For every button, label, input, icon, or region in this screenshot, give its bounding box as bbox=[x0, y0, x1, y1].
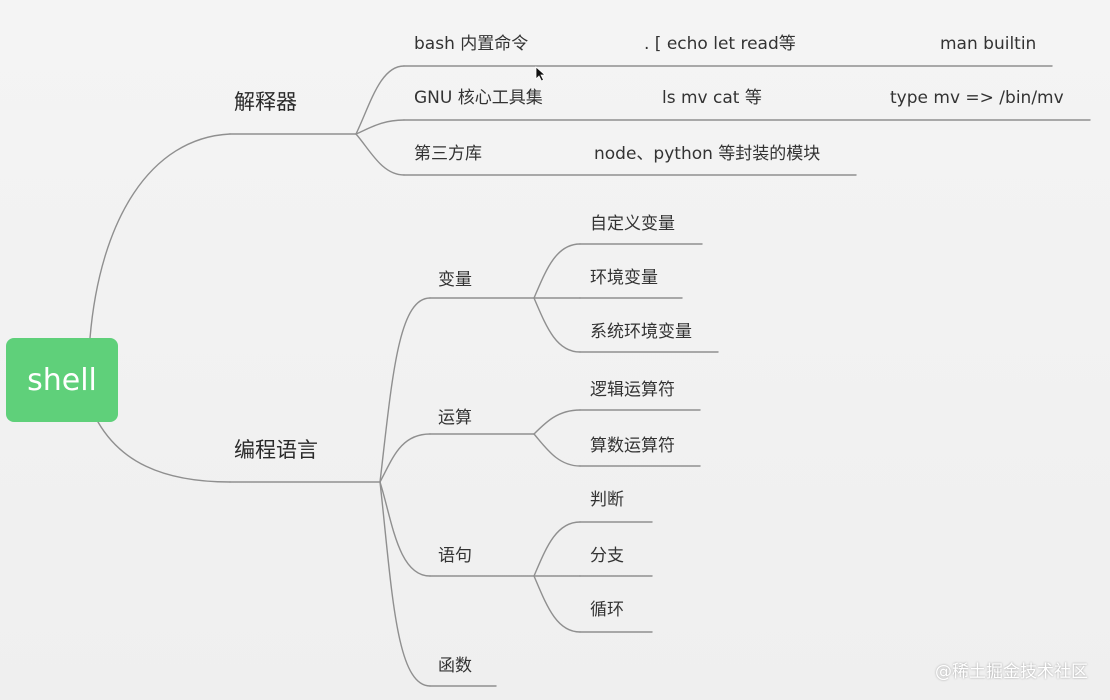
node-gnu-coreutils[interactable]: GNU 核心工具集 bbox=[414, 88, 543, 108]
node-programming-language[interactable]: 编程语言 bbox=[234, 438, 318, 462]
node-bash-builtin[interactable]: bash 内置命令 bbox=[414, 34, 529, 54]
builtin-help-command: man builtin bbox=[940, 34, 1037, 54]
node-functions[interactable]: 函数 bbox=[438, 656, 472, 676]
link-programming-variables bbox=[379, 297, 431, 483]
root-node-shell[interactable]: shell bbox=[6, 338, 118, 422]
node-loop[interactable]: 循环 bbox=[590, 600, 624, 620]
node-variables[interactable]: 变量 bbox=[438, 270, 472, 290]
node-env-variables[interactable]: 环境变量 bbox=[590, 268, 658, 288]
node-logical-operators[interactable]: 逻辑运算符 bbox=[590, 380, 675, 400]
link-interpreter-thirdparty bbox=[355, 133, 405, 176]
link-variables-custom bbox=[533, 243, 581, 299]
link-root-interpreter bbox=[89, 133, 231, 339]
node-arithmetic-operators[interactable]: 算数运算符 bbox=[590, 436, 675, 456]
node-statements[interactable]: 语句 bbox=[438, 546, 472, 566]
link-variables-sysenv bbox=[533, 297, 581, 353]
node-custom-variables[interactable]: 自定义变量 bbox=[590, 214, 675, 234]
link-operations-logic bbox=[533, 409, 581, 435]
gnu-type-example: type mv => /bin/mv bbox=[890, 88, 1064, 108]
watermark: @稀土掘金技术社区 bbox=[935, 662, 1088, 682]
link-programming-functions bbox=[379, 481, 431, 687]
mouse-pointer-icon bbox=[535, 66, 547, 85]
node-third-party-libs[interactable]: 第三方库 bbox=[414, 144, 482, 164]
link-interpreter-builtin bbox=[355, 65, 405, 135]
link-interpreter-gnu bbox=[355, 119, 405, 135]
node-operations[interactable]: 运算 bbox=[438, 408, 472, 428]
root-label: shell bbox=[27, 362, 97, 398]
node-interpreter[interactable]: 解释器 bbox=[234, 90, 297, 114]
link-operations-arith bbox=[533, 433, 581, 467]
builtin-examples: . [ echo let read等 bbox=[644, 34, 796, 54]
third-party-examples: node、python 等封装的模块 bbox=[594, 144, 821, 164]
link-programming-operations bbox=[379, 433, 431, 483]
link-root-programming bbox=[97, 421, 231, 483]
node-system-env-variables[interactable]: 系统环境变量 bbox=[590, 322, 692, 342]
link-programming-statements bbox=[379, 481, 431, 577]
link-statements-loop bbox=[533, 575, 581, 633]
gnu-examples: ls mv cat 等 bbox=[662, 88, 762, 108]
node-branch[interactable]: 分支 bbox=[590, 546, 624, 566]
node-judgement[interactable]: 判断 bbox=[590, 490, 624, 510]
link-statements-judge bbox=[533, 521, 581, 577]
